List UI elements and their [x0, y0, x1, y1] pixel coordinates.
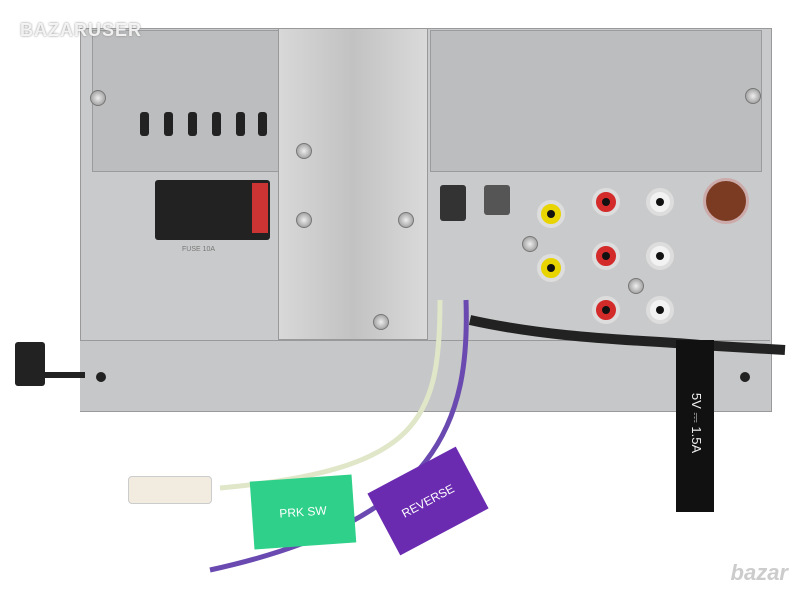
spade-connector	[128, 476, 212, 504]
screw	[296, 212, 312, 228]
iso-connector	[155, 180, 270, 240]
video-jack	[537, 200, 565, 228]
screw	[296, 143, 312, 159]
vent-slot	[212, 112, 221, 136]
audio-jack-red	[592, 188, 620, 216]
usb-connector	[15, 342, 45, 386]
usb-rating-tag: 5V ⎓ 1.5A	[676, 340, 714, 512]
audio-jack-red	[592, 242, 620, 270]
vent-slot	[258, 112, 267, 136]
metal-bracket	[278, 28, 428, 340]
audio-jack-white	[646, 296, 674, 324]
mic-jack	[440, 185, 466, 221]
fuse-label: FUSE 10A	[182, 246, 216, 253]
vent-slot	[164, 112, 173, 136]
remote-jack	[484, 185, 510, 215]
fuse	[252, 183, 268, 233]
mount-hole	[96, 372, 106, 382]
parking-tag: PRK SW	[249, 474, 357, 550]
upper-left-panel	[92, 30, 279, 172]
audio-jack-white	[646, 188, 674, 216]
vent-slot	[140, 112, 149, 136]
upper-right-panel	[430, 30, 762, 172]
screw	[90, 90, 106, 106]
vent-slot	[188, 112, 197, 136]
screw	[628, 278, 644, 294]
mount-hole	[740, 372, 750, 382]
usb-extension-cable	[468, 315, 786, 355]
parking-wire	[219, 299, 443, 491]
watermark: BAZARUSER	[20, 20, 143, 40]
usb-rating-text: 5V ⎓ 1.5A	[689, 392, 704, 454]
screw	[373, 314, 389, 330]
bazar-logo: bazar	[730, 560, 788, 585]
screw	[398, 212, 414, 228]
vent-slot	[236, 112, 245, 136]
screw	[522, 236, 538, 252]
audio-jack-white	[646, 242, 674, 270]
usb-cable	[45, 372, 85, 378]
video-jack	[537, 254, 565, 282]
screw	[745, 88, 761, 104]
aux-input	[703, 178, 749, 224]
audio-jack-red	[592, 296, 620, 324]
